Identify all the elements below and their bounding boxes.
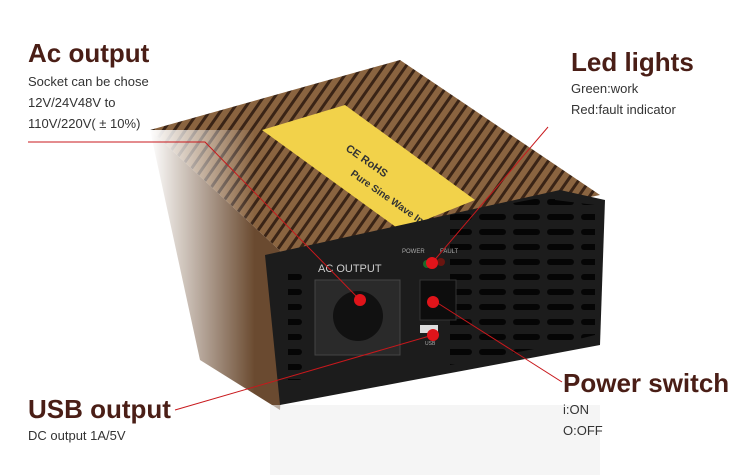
usb-port (420, 325, 438, 333)
usb-label: USB (425, 341, 436, 347)
panel-label: AC OUTPUT (318, 263, 382, 275)
usb-output-line: DC output 1A/5V (28, 428, 126, 443)
usb-output-title: USB output (28, 394, 171, 424)
power-switch-line: O:OFF (563, 423, 603, 438)
led-lights-line: Green:work (571, 81, 639, 96)
reflection (270, 405, 600, 475)
power-led-label: POWER (402, 249, 425, 255)
ac-output-line: 110V/220V( ± 10%) (28, 116, 141, 131)
ac-output-callout: Ac output Socket can be chose 12V/24V48V… (28, 38, 149, 134)
usb-output-callout: USB output DC output 1A/5V (28, 394, 171, 446)
label-sticker (262, 105, 475, 230)
vents (555, 200, 595, 345)
power-switch-line: i:ON (563, 402, 589, 417)
fault-led (437, 258, 445, 266)
ac-output-line: 12V/24V48V to (28, 95, 116, 110)
socket-face (333, 291, 383, 341)
ac-output-line: Socket can be chose (28, 74, 149, 89)
led-lights-line: Red:fault indicator (571, 102, 676, 117)
power-switch-callout-line (435, 301, 563, 383)
fault-led-label: FAULT (440, 249, 459, 255)
led-marker (426, 257, 438, 269)
power-switch-title: Power switch (563, 368, 730, 398)
vents (288, 270, 308, 380)
led-callout-line (431, 126, 549, 264)
ac-output-callout-line (28, 141, 361, 301)
power-switch-callout: Power switch i:ON O:OFF (563, 368, 729, 441)
vents (450, 195, 555, 365)
led-lights-title: Led lights (571, 47, 694, 77)
ac-output-marker (354, 294, 366, 306)
power-switch-marker (427, 296, 439, 308)
usb-marker (427, 329, 439, 341)
ac-output-title: Ac output (28, 38, 150, 68)
usb-callout-line (174, 334, 434, 411)
led-lights-callout: Led lights Green:work Red:fault indicato… (571, 47, 694, 120)
